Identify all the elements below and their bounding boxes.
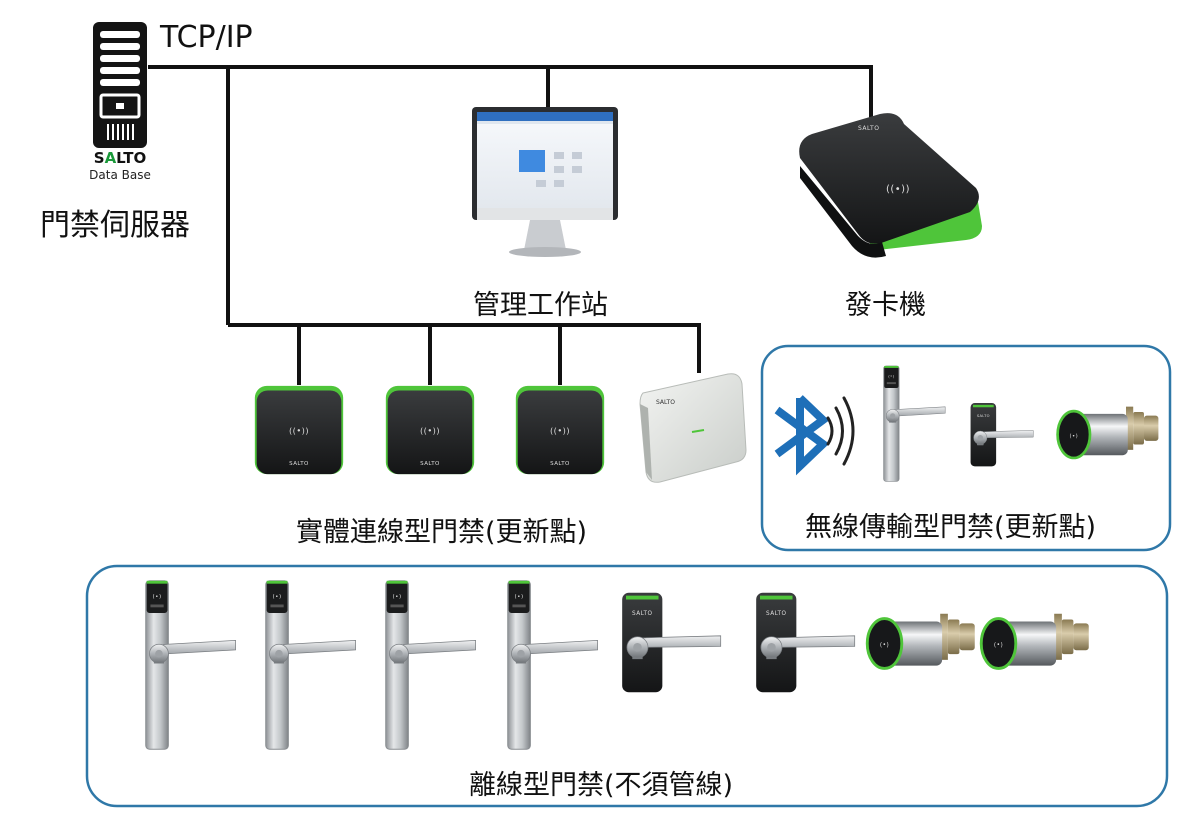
offline-slim-lock-3-icon xyxy=(385,580,477,750)
wall-reader-3-icon xyxy=(515,385,605,475)
svg-text:((•)): ((•)) xyxy=(886,184,910,195)
encoder-brand-text: SALTO xyxy=(858,125,879,132)
encoder-label: 發卡機 xyxy=(845,290,926,321)
server-label: 門禁伺服器 xyxy=(40,208,190,243)
wireless-signal-icon xyxy=(826,396,855,466)
offline-group-label: 離線型門禁(不須管線) xyxy=(469,770,734,801)
wireless-slim-lock-icon xyxy=(883,365,946,482)
svg-text:SALTO: SALTO xyxy=(656,399,675,406)
workstation-label: 管理工作站 xyxy=(473,290,608,321)
wall-reader-1-icon xyxy=(254,385,344,475)
offline-escutcheon-lock-2-icon xyxy=(755,592,856,693)
online-controller-icon: SALTO xyxy=(639,373,747,483)
offline-slim-lock-1-icon xyxy=(145,580,237,750)
server-brand: SALTO xyxy=(93,149,147,167)
offline-slim-lock-4-icon xyxy=(507,580,599,750)
network-wiring xyxy=(148,65,873,385)
wireless-escutcheon-lock-icon xyxy=(970,402,1034,467)
network-label: TCP/IP xyxy=(160,20,253,55)
wireless-cylinder-icon xyxy=(1056,405,1160,460)
card-encoder-icon: SALTO ((•)) xyxy=(799,113,982,258)
wireless-group-label: 無線傳輸型門禁(更新點) xyxy=(805,512,1097,543)
offline-escutcheon-lock-1-icon xyxy=(621,592,722,693)
bluetooth-icon xyxy=(774,395,830,476)
server-tower-icon xyxy=(93,22,147,148)
offline-slim-lock-2-icon xyxy=(265,580,357,750)
offline-cylinder-1-icon xyxy=(865,612,977,670)
wired-group-label: 實體連線型門禁(更新點) xyxy=(296,517,588,548)
monitor-icon xyxy=(472,107,618,257)
offline-group-frame xyxy=(85,564,1169,808)
server-subtitle: Data Base xyxy=(89,168,151,182)
wall-reader-2-icon xyxy=(385,385,475,475)
wireless-group-frame xyxy=(760,344,1172,552)
offline-cylinder-2-icon xyxy=(979,612,1091,670)
